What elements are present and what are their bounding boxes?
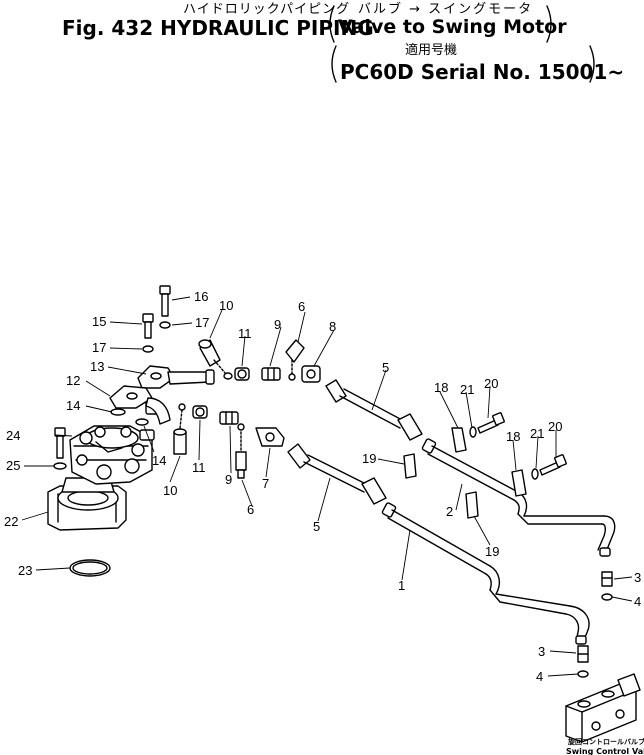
o-ring-4-lower — [577, 670, 589, 678]
washer-17-upper — [159, 321, 171, 329]
hose-5-upper — [325, 379, 423, 441]
washer-21-left — [469, 426, 477, 438]
hose-5-lower — [287, 443, 387, 505]
callout-16: 16 — [194, 289, 208, 304]
callout-22: 22 — [4, 514, 18, 529]
bolt-20-right — [539, 454, 567, 476]
callout-9-upper: 9 — [274, 317, 281, 332]
union-11-lower — [192, 405, 208, 419]
pipe-1 — [381, 502, 590, 645]
japanese-route: バルブ → スイングモータ — [358, 2, 534, 17]
elbow-7 — [255, 427, 285, 447]
callout-23: 23 — [18, 563, 32, 578]
callout-11-lower: 11 — [192, 460, 206, 475]
callout-3-lower: 3 — [538, 644, 545, 659]
header-brackets — [329, 5, 595, 83]
swing-motor — [47, 399, 159, 531]
leader-lines — [21, 296, 633, 677]
pipe-2 — [421, 438, 616, 557]
bolt-15 — [142, 313, 154, 339]
valve-caption-en: Swing Control Valve — [566, 747, 644, 755]
washer-17-lower — [142, 345, 154, 353]
callout-1: 1 — [398, 578, 405, 593]
callout-14-right: 14 — [152, 453, 166, 468]
callout-7: 7 — [262, 476, 269, 491]
callout-numbers: 16 15 17 17 10 13 12 14 14 10 11 11 9 9 … — [4, 289, 641, 684]
washer-25 — [53, 462, 67, 470]
cap-6-upper — [285, 339, 305, 381]
callout-13: 13 — [90, 359, 104, 374]
callout-4-upper: 4 — [634, 594, 641, 609]
union-11-upper — [234, 367, 250, 381]
clamp-pad-19-upper — [403, 453, 417, 479]
bolt-20-left — [477, 412, 505, 434]
clamp-18-right — [511, 469, 527, 497]
o-ring-23-inner — [72, 561, 108, 575]
callout-5-upper: 5 — [382, 360, 389, 375]
callout-18-right: 18 — [506, 429, 520, 444]
callout-6-lower: 6 — [247, 502, 254, 517]
bolt-24 — [54, 427, 66, 459]
callout-18-left: 18 — [434, 380, 448, 395]
callout-10-lower: 10 — [163, 483, 177, 498]
callout-20-left: 20 — [484, 376, 498, 391]
nipple-9-lower — [219, 411, 239, 425]
washer-21-right — [531, 468, 539, 480]
callout-17-lower: 17 — [92, 340, 106, 355]
japanese-model-label: 適用号機 — [405, 43, 458, 58]
callout-9-lower: 9 — [225, 472, 232, 487]
callout-3-upper: 3 — [634, 570, 641, 585]
flange-13 — [137, 365, 215, 389]
cap-6-lower — [235, 423, 247, 479]
callout-17-upper: 17 — [195, 315, 209, 330]
connector-3-lower — [577, 645, 589, 663]
callout-24: 24 — [6, 428, 20, 443]
callout-15: 15 — [92, 314, 106, 329]
o-ring-14-right — [135, 418, 149, 426]
nipple-9-upper — [261, 367, 281, 381]
callout-14-left: 14 — [66, 398, 80, 413]
serial-subtitle: PC60D Serial No. 15001~ — [340, 60, 625, 84]
bolt-16 — [159, 285, 171, 317]
callout-19-upper: 19 — [362, 451, 376, 466]
callout-10-upper: 10 — [219, 298, 233, 313]
callout-11-upper: 11 — [238, 326, 252, 341]
o-ring-4-upper — [601, 593, 613, 601]
figure-title: Fig. 432 HYDRAULIC PIPING — [62, 16, 374, 40]
callout-2: 2 — [446, 504, 453, 519]
callout-6-upper: 6 — [298, 299, 305, 314]
route-subtitle: Valve to Swing Motor — [338, 16, 567, 38]
callout-21-left: 21 — [460, 382, 474, 397]
callout-19-lower: 19 — [485, 544, 499, 559]
connector-3-upper — [601, 571, 613, 587]
callout-12: 12 — [66, 373, 80, 388]
elbow-8 — [301, 365, 321, 383]
flange-12 — [109, 385, 171, 425]
cap-10-upper — [198, 339, 233, 380]
callout-5-lower: 5 — [313, 519, 320, 534]
o-ring-14-left — [110, 408, 126, 416]
callout-25: 25 — [6, 458, 20, 473]
swing-control-valve — [565, 673, 641, 743]
japanese-title: ハイドロリックパイピング — [183, 2, 351, 17]
clamp-18-left — [451, 427, 467, 453]
callout-4-lower: 4 — [536, 669, 543, 684]
valve-caption-jp: 旋回コントロールバルブ — [567, 737, 644, 746]
callout-8: 8 — [329, 319, 336, 334]
callout-21-right: 21 — [530, 426, 544, 441]
callout-20-right: 20 — [548, 419, 562, 434]
cap-10-lower — [173, 403, 187, 455]
clamp-pad-19-lower — [465, 491, 479, 519]
